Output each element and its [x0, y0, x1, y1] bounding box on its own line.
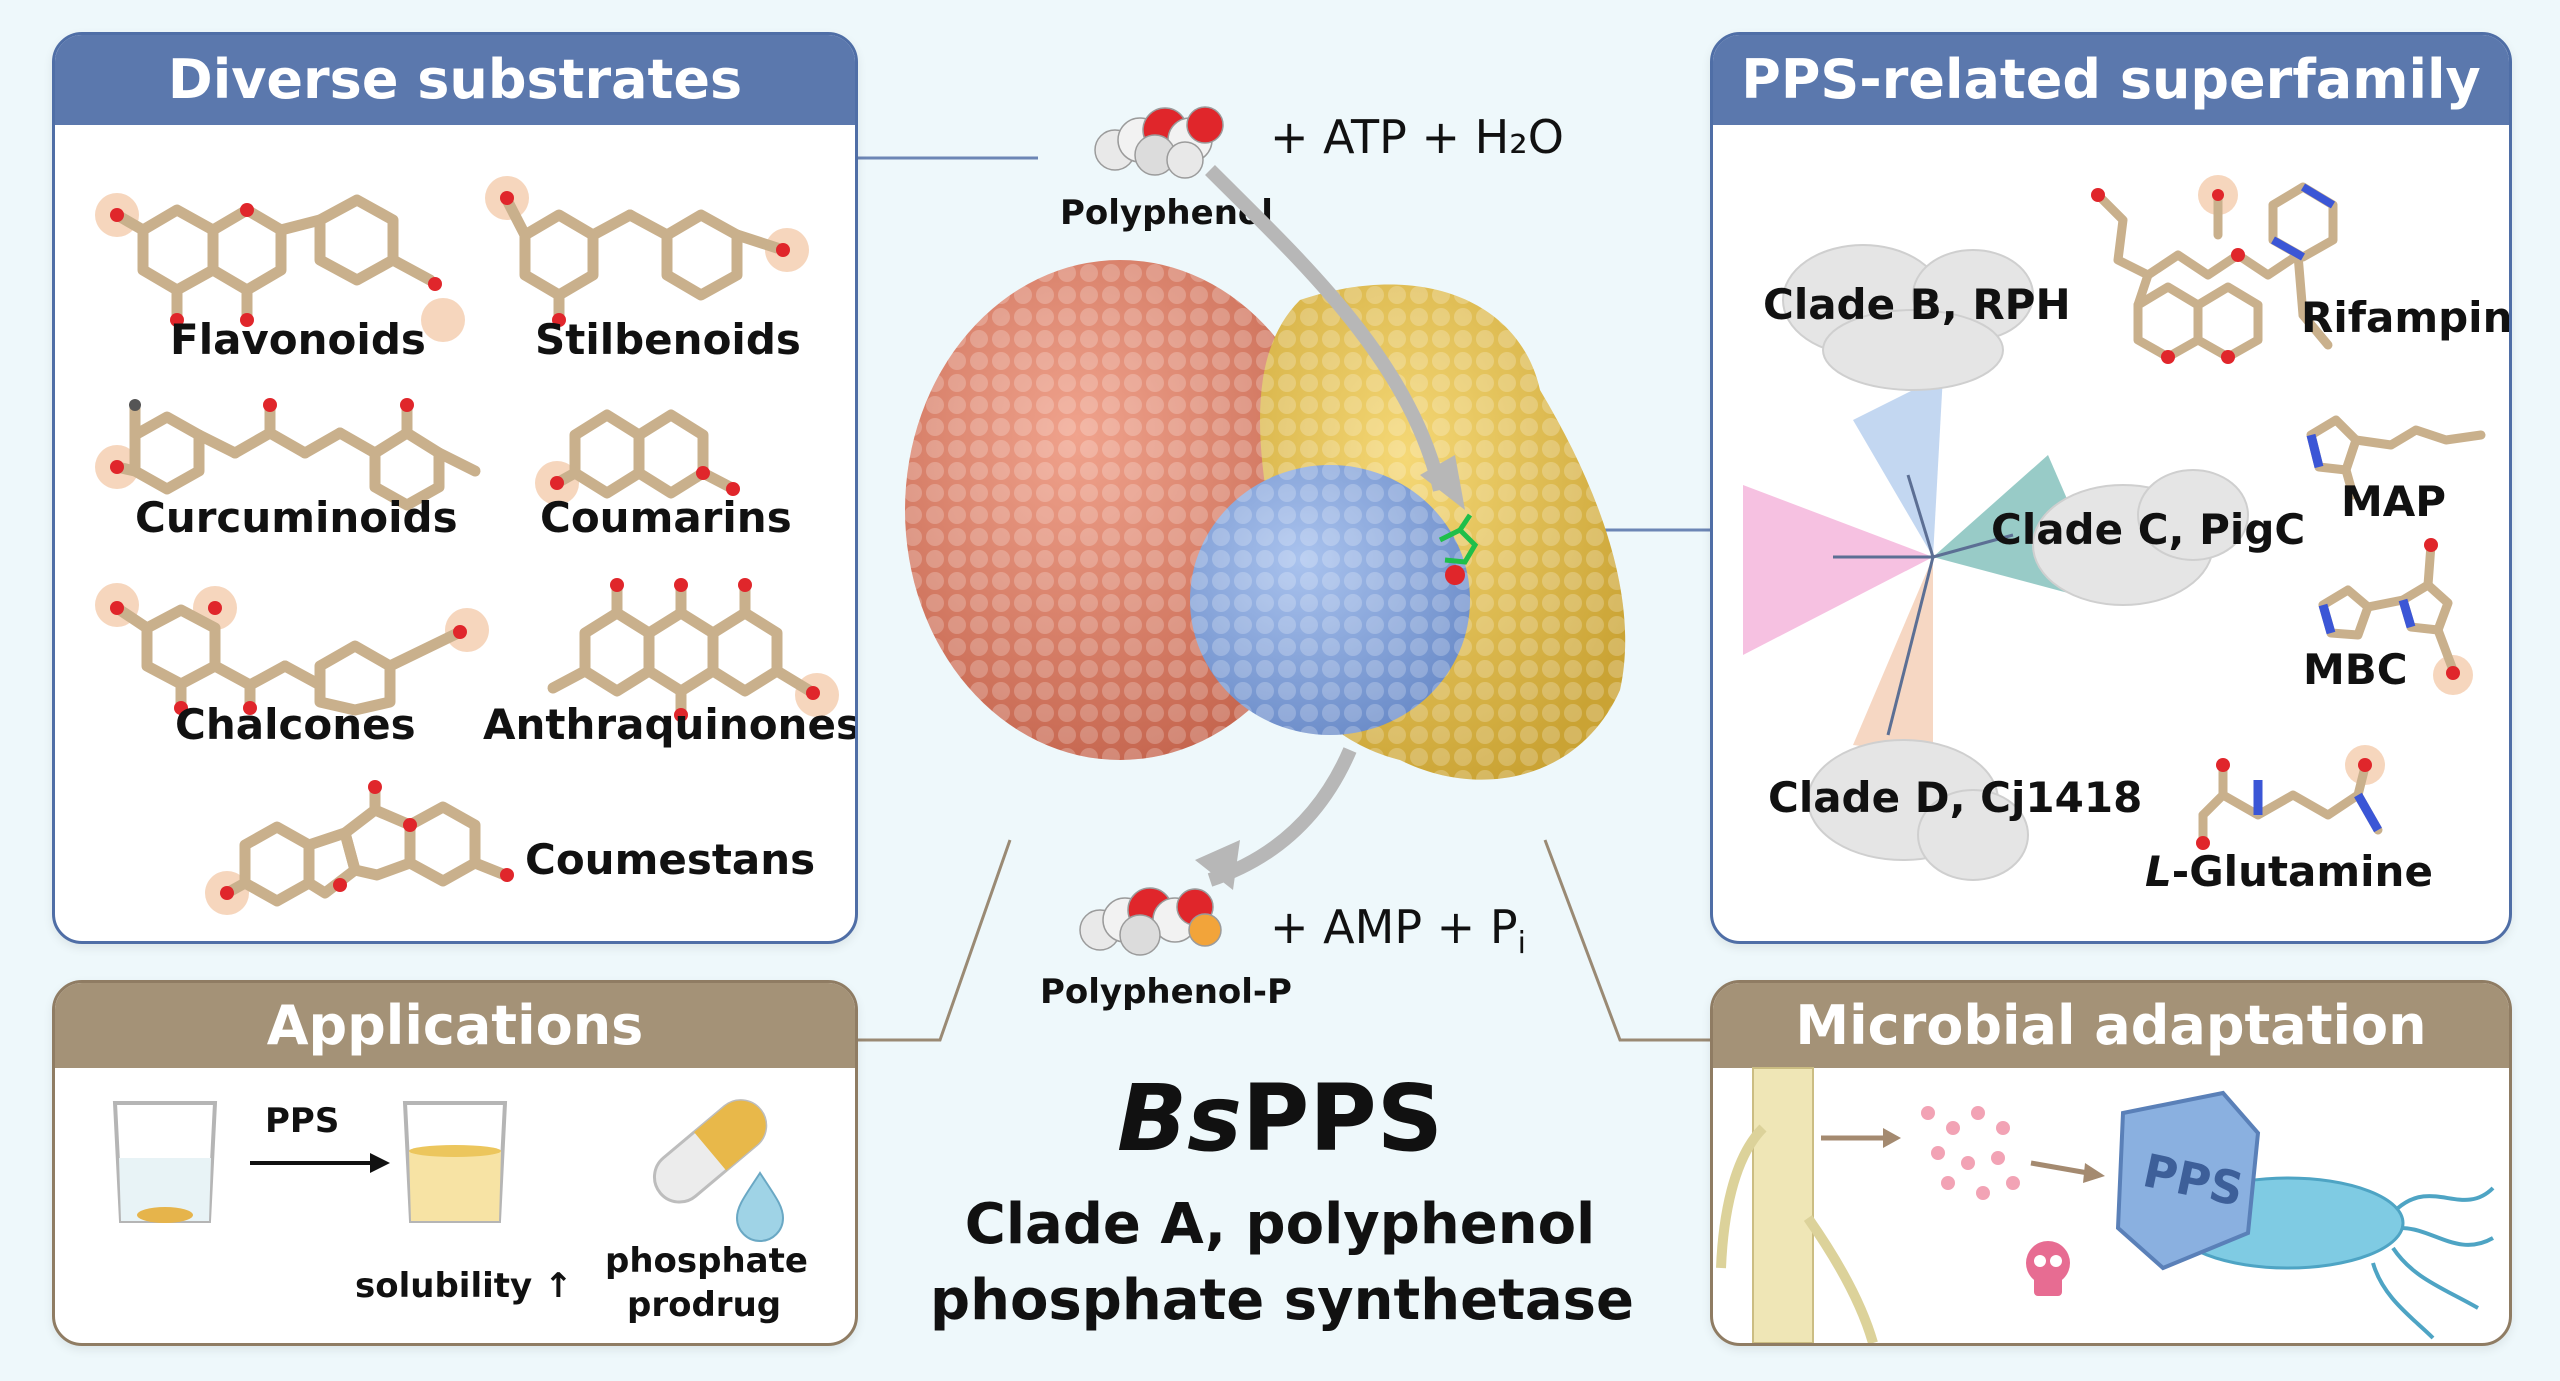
products-label: + AMP + Pi: [1270, 900, 1526, 962]
diverse-substrates-panel: Diverse substrates Flavonoids: [52, 32, 858, 944]
polyphenol-molecule-icon: [1094, 106, 1224, 179]
glutamine-label: L-Glutamine: [2145, 847, 2433, 896]
capsule-drop-icon: [652, 1099, 785, 1242]
clade-b-label: Clade B, RPH: [1763, 280, 2071, 329]
superfamily-panel: PPS-related superfamily Clade B, RPH Cla…: [1710, 32, 2512, 944]
map-structure-icon: [2306, 415, 2486, 500]
coumestan-structure-icon: [205, 780, 514, 915]
product-arrow-head-icon: [1195, 840, 1240, 890]
curcuminoid-structure-icon: [95, 398, 481, 511]
enzyme-name: BsPPS: [1116, 1065, 1443, 1172]
coumarin-structure-icon: [535, 409, 740, 505]
beaker-after-icon: [402, 1101, 508, 1223]
bspps-protein-structure: [905, 165, 1626, 887]
chalcones-label: Chalcones: [175, 700, 416, 749]
superfamily-title: PPS-related superfamily: [1713, 35, 2509, 125]
microbial-adaptation-illustration: [1716, 1067, 2495, 1343]
coumarins-label: Coumarins: [540, 493, 792, 542]
polyphenol-p-molecule-icon: [1079, 887, 1222, 956]
mbc-structure-icon: [2318, 538, 2473, 695]
beaker-before-icon: [112, 1101, 218, 1223]
flavonoids-label: Flavonoids: [170, 315, 426, 364]
enzyme-description-line1: Clade A, polyphenol: [964, 1192, 1596, 1257]
anthraquinones-label: Anthraquinones: [483, 700, 858, 749]
clade-pinwheel-diagram: [1743, 244, 2249, 881]
glutamine-structure-icon: [2196, 745, 2385, 850]
mbc-label: MBC: [2303, 645, 2408, 694]
solubility-label: solubility ↑: [355, 1266, 573, 1306]
conversion-arrow-icon: [250, 1153, 390, 1173]
flavonoid-structure-icon: [95, 193, 465, 342]
phosphate-label: phosphate: [605, 1241, 808, 1281]
clade-c-label: Clade C, PigC: [1991, 505, 2306, 554]
rifampin-label: Rifampin: [2301, 293, 2512, 342]
map-label: MAP: [2341, 477, 2447, 526]
clade-d-label: Clade D, Cj1418: [1768, 773, 2143, 822]
stilbenoid-structure-icon: [485, 176, 809, 327]
rifampin-structure-icon: [2091, 175, 2338, 364]
anthraquinone-structure-icon: [547, 578, 839, 722]
applications-title: Applications: [55, 983, 855, 1068]
microbial-adaptation-title: Microbial adaptation: [1713, 983, 2509, 1068]
chalcone-structure-icon: [95, 583, 489, 716]
pps-arrow-label: PPS: [265, 1101, 340, 1141]
microbial-adaptation-panel: Microbial adaptation: [1710, 980, 2512, 1346]
polyphenol-p-label: Polyphenol-P: [1040, 972, 1292, 1012]
applications-panel: Applications PPS solubility ↑ phosphate …: [52, 980, 858, 1346]
reagents-label: + ATP + H₂O: [1270, 110, 1564, 164]
diverse-substrates-title: Diverse substrates: [55, 35, 855, 125]
stilbenoids-label: Stilbenoids: [535, 315, 801, 364]
prodrug-label: prodrug: [627, 1285, 782, 1325]
curcuminoids-label: Curcuminoids: [135, 493, 458, 542]
enzyme-description-line2: phosphate synthetase: [930, 1268, 1634, 1333]
coumestans-label: Coumestans: [525, 835, 816, 884]
